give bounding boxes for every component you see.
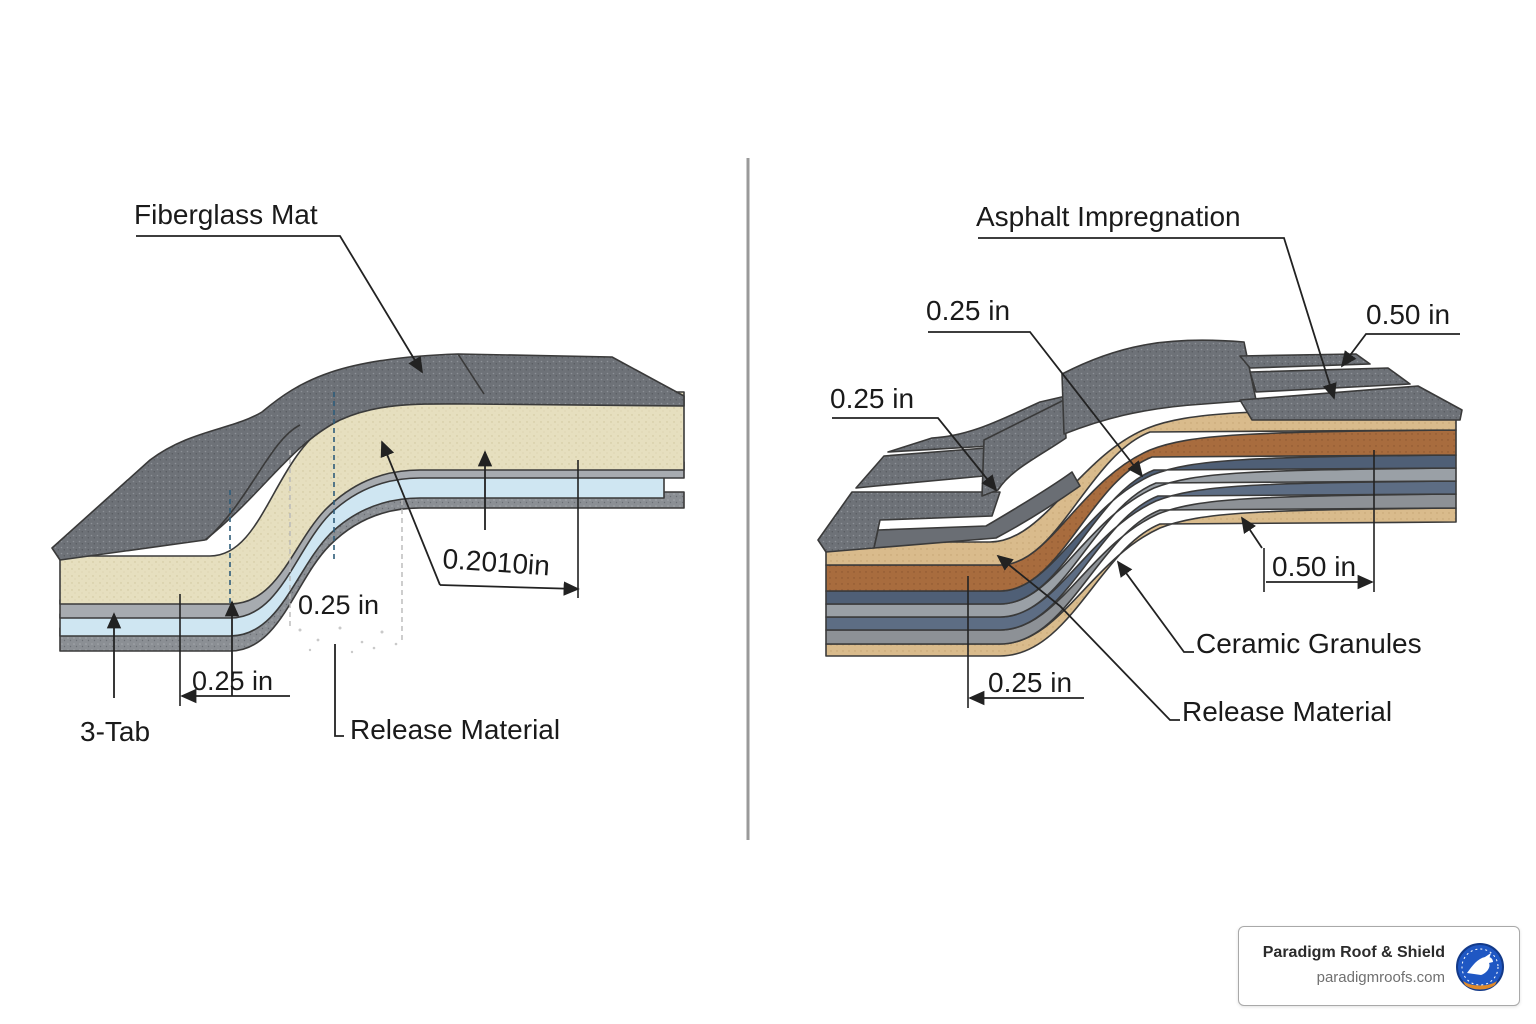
dim-top-right-label: 0.50 in xyxy=(1366,299,1450,330)
brand-url[interactable]: paradigmroofs.com xyxy=(1316,969,1445,986)
dim-top-left-leader xyxy=(928,331,1144,478)
dim-left-leader xyxy=(832,417,998,492)
release-speckle xyxy=(298,626,398,654)
dim-left-label: 0.25 in xyxy=(830,383,914,414)
shingle-tab-4 xyxy=(981,399,1067,497)
fiberglass-mat-label: Fiberglass Mat xyxy=(134,199,318,230)
thickness-b-label: 0.25 in xyxy=(298,590,379,620)
layer-slate-2 xyxy=(825,454,1457,605)
shingle-tab-edge xyxy=(457,353,485,395)
shingle-tab-9 xyxy=(873,471,1081,549)
release-material-label-right: Release Material xyxy=(1182,696,1392,727)
thickness-a-dim xyxy=(439,581,580,596)
brand-badge[interactable]: Paradigm Roof & Shield paradigmroofs.com xyxy=(1238,926,1520,1006)
release-leader xyxy=(334,644,344,737)
brand-name: Paradigm Roof & Shield xyxy=(1262,944,1445,961)
fiberglass-leader xyxy=(136,235,423,374)
layer-tan-bottom xyxy=(825,507,1457,657)
layer-grey-1 xyxy=(825,493,1457,645)
top-shingle-layer xyxy=(51,353,685,561)
dim-right-leader xyxy=(1241,516,1263,549)
shingle-overlap-edge xyxy=(205,424,301,541)
architectural-shingle-cross-section: Asphalt Impregnation 0.25 in 0.25 in 0.5… xyxy=(817,201,1463,727)
ceramic-granules-label: Ceramic Granules xyxy=(1196,628,1422,659)
three-tab-shingle-cross-section: Fiberglass Mat 0.2010in 0.25 in 0.25 in … xyxy=(51,199,685,747)
asphalt-leader xyxy=(978,237,1337,400)
dim-bottom-label: 0.25 in xyxy=(988,667,1072,698)
layer-grey-2 xyxy=(825,467,1457,618)
eagle-shield-icon xyxy=(1456,943,1504,991)
asphalt-impregnation-label: Asphalt Impregnation xyxy=(976,201,1241,232)
layer-slate-1 xyxy=(825,480,1457,631)
shingle-tab-7 xyxy=(1249,367,1411,393)
thickness-a-label: 0.2010in xyxy=(442,543,551,581)
three-tab-label: 3-Tab xyxy=(80,716,150,747)
shingle-tab-1 xyxy=(817,491,1001,553)
dim-top-left-label: 0.25 in xyxy=(926,295,1010,326)
shingle-tab-6 xyxy=(1239,353,1371,369)
thickness-a-leader-2 xyxy=(380,440,441,586)
thickness-c-label: 0.25 in xyxy=(192,666,273,696)
dim-right-label: 0.50 in xyxy=(1272,551,1356,582)
release-right-leader xyxy=(996,554,1180,721)
shingle-tab-8 xyxy=(1239,385,1463,421)
ceramic-leader xyxy=(1116,560,1194,653)
dim-top-right-leader xyxy=(1340,333,1460,368)
release-material-label-left: Release Material xyxy=(350,714,560,745)
